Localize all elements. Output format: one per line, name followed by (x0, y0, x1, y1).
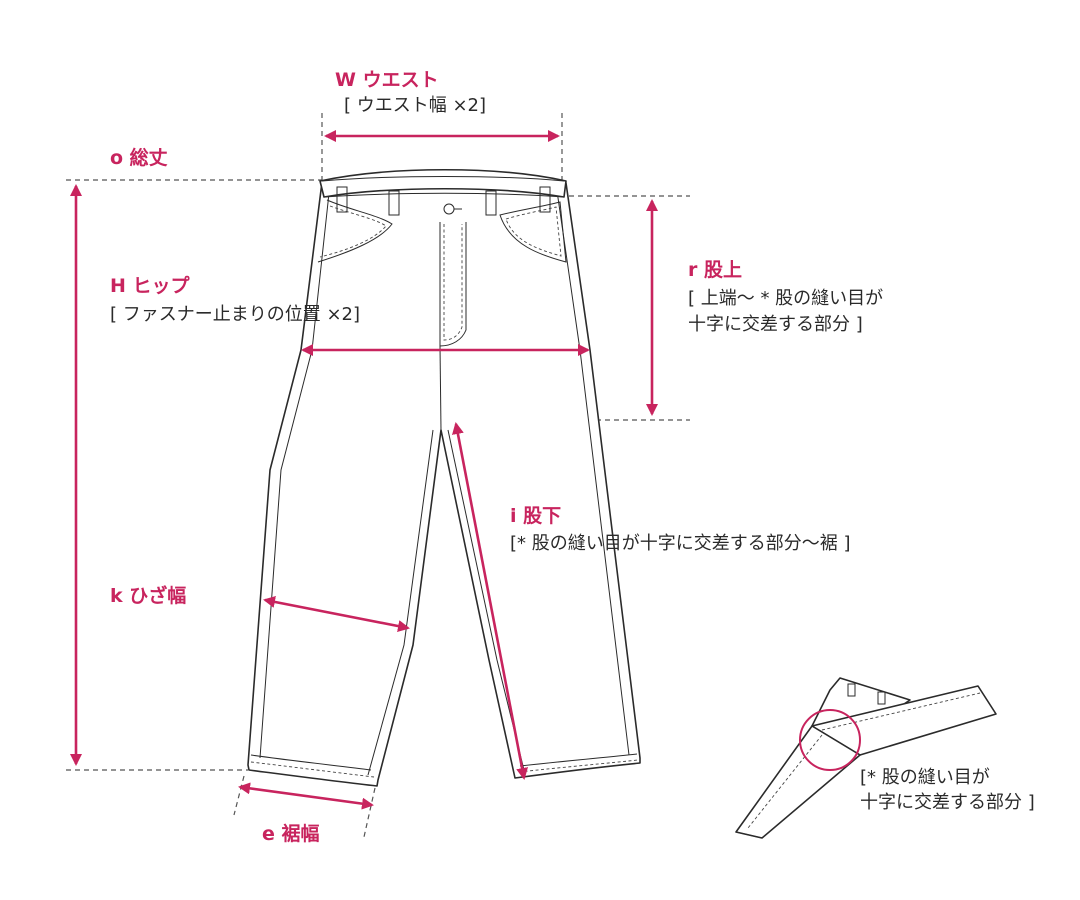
detail-left-leg-stitch (747, 734, 823, 829)
left-hem-band (250, 754, 372, 771)
crotch-detail-illustration (735, 677, 997, 839)
detail-belt-loop-2 (877, 691, 886, 705)
left-inseam-line (367, 429, 434, 776)
knee-width-arrow (263, 596, 410, 632)
hip-note: [ ファスナー止まりの位置 ×2] (110, 304, 360, 325)
pants-body (247, 181, 641, 787)
center-seam (439, 345, 442, 431)
belt-loop-center-left (388, 190, 400, 216)
detail-belt-loop-1 (847, 683, 856, 697)
crotch-note-line2: 十字に交差する部分 ] (860, 792, 1035, 813)
right-pocket (499, 201, 567, 263)
inseam-note: [* 股の縫い目が十字に交差する部分～裾 ] (510, 533, 851, 554)
pants-illustration (247, 168, 641, 787)
fly-stitch (443, 224, 463, 341)
labels: W ウエスト [ ウエスト幅 ×2] o 総丈 H ヒップ [ ファスナー止まり… (110, 69, 1035, 845)
waist-note: [ ウエスト幅 ×2] (344, 95, 486, 116)
hem-width-label: e 裾幅 (262, 822, 320, 845)
waistband-top-curve (321, 176, 565, 182)
left-hem-stitch (250, 761, 375, 778)
belt-loop-center-right (485, 190, 497, 216)
total-length-label: o 総丈 (110, 146, 168, 169)
rise-note-line2: 十字に交差する部分 ] (688, 314, 863, 335)
measurement-arrows (70, 130, 658, 810)
inseam-arrow (451, 422, 529, 780)
knee-width-label: k ひざ幅 (110, 584, 186, 607)
left-pocket (317, 199, 393, 263)
inseam-label: i 股下 (510, 505, 561, 527)
hem-width-arrow (238, 782, 374, 810)
rise-note-line1: [ 上端～ * 股の縫い目が (688, 288, 883, 309)
detail-right-hem (977, 685, 997, 715)
crotch-note-line1: [* 股の縫い目が (860, 767, 990, 788)
crotch-highlight-circle (799, 709, 861, 771)
detail-left-hem (735, 831, 763, 839)
right-hem-stitch (518, 759, 639, 773)
right-hem-band (519, 753, 638, 767)
rise-label: r 股上 (688, 259, 742, 281)
belt-loop-left (336, 186, 348, 213)
hem-left-guide (233, 775, 245, 816)
belt-loop-right (539, 186, 551, 213)
hem-right-guide (363, 787, 376, 838)
waist-label: W ウエスト (335, 69, 439, 91)
waistband-bottom-edge (323, 192, 565, 198)
right-pocket-stitch (505, 206, 562, 257)
hip-label: H ヒップ (110, 274, 191, 297)
left-pocket-stitch (319, 205, 387, 258)
